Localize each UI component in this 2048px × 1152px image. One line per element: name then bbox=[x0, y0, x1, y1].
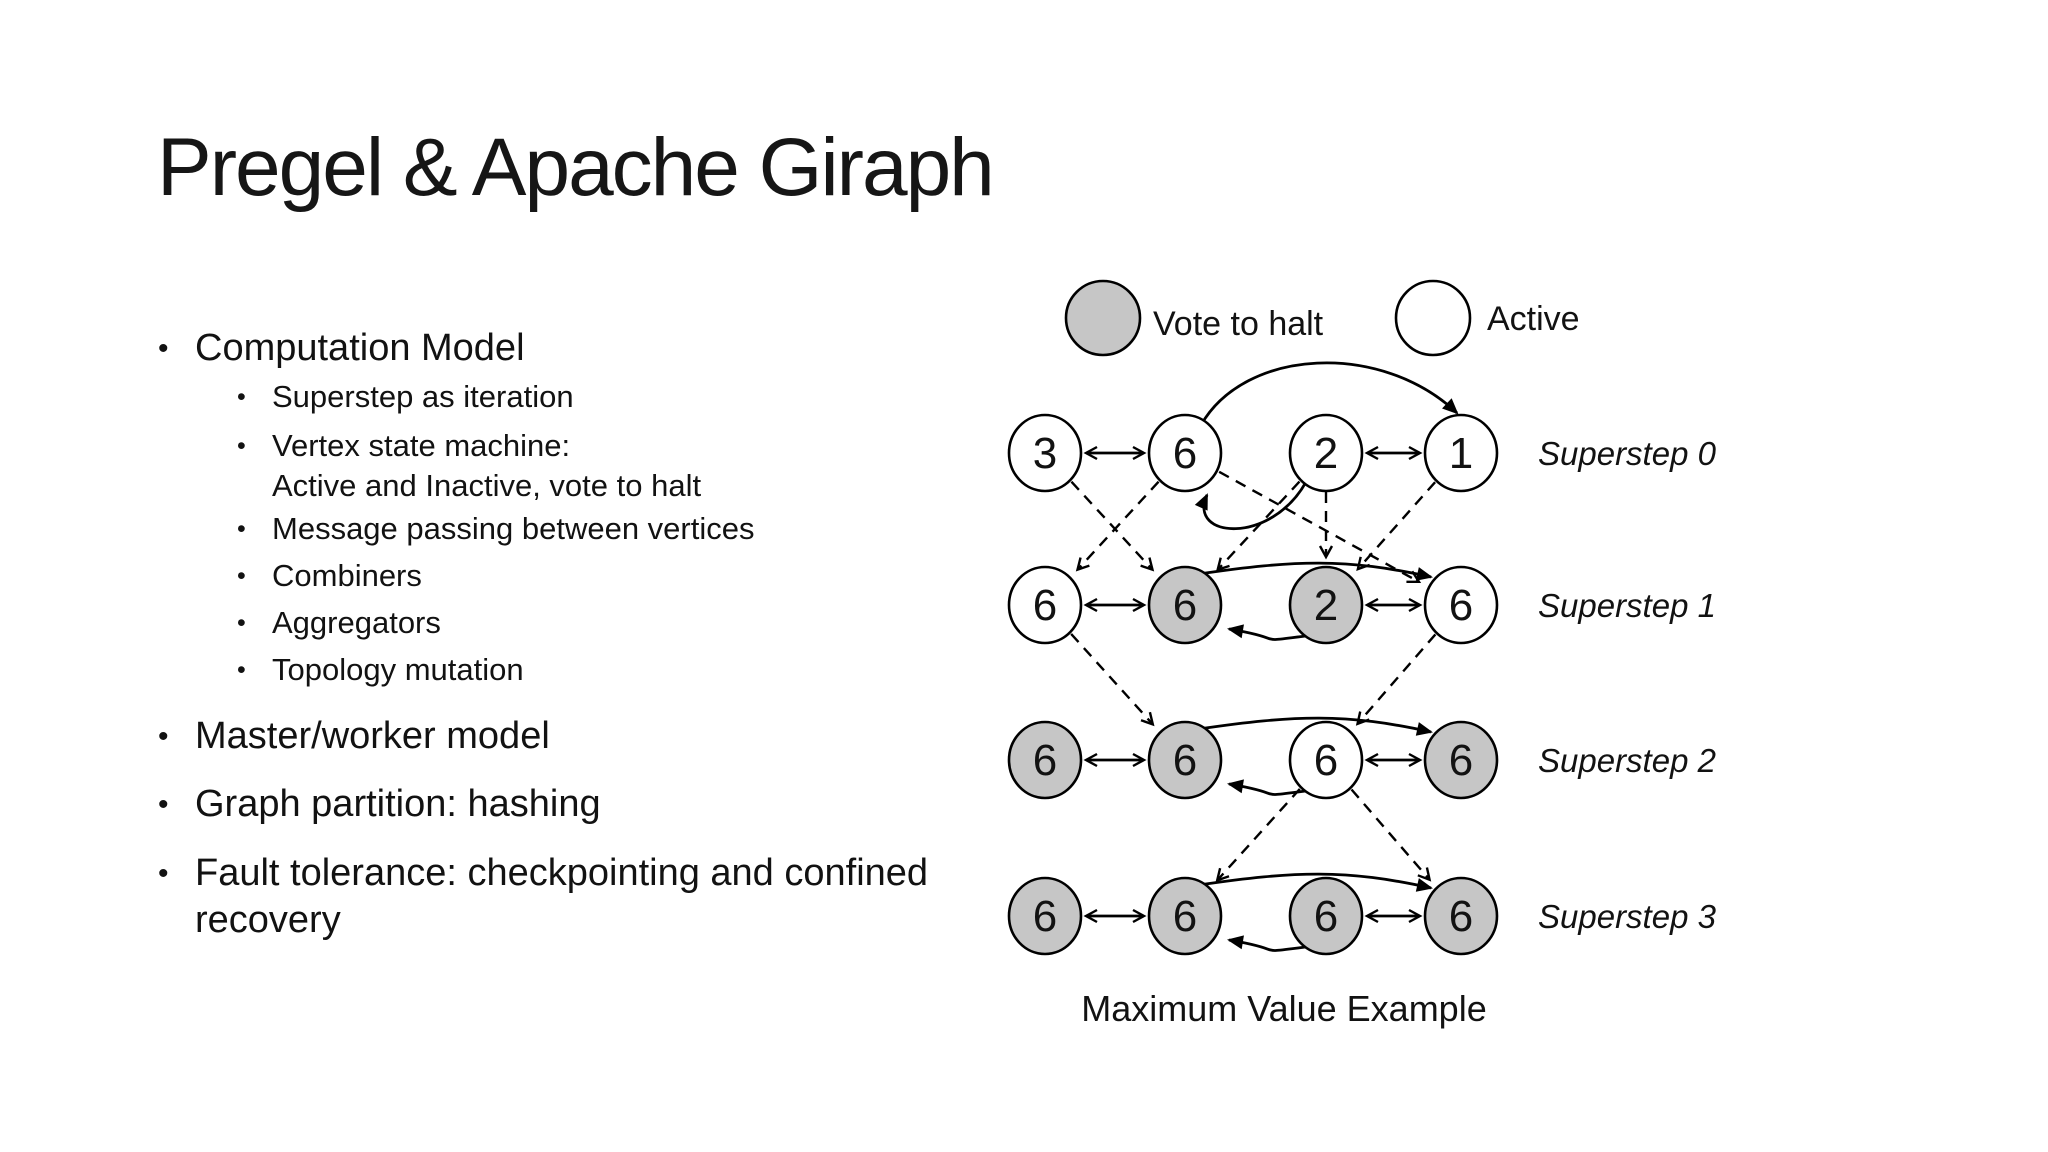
node-value: 6 bbox=[1173, 581, 1197, 630]
bullet-item: • Graph partition: hashing bbox=[148, 781, 978, 828]
legend-swatch-halt bbox=[1064, 279, 1142, 357]
node-value: 2 bbox=[1314, 429, 1338, 478]
superstep-label: Superstep 1 bbox=[1538, 587, 1716, 624]
graph-node-active bbox=[1288, 720, 1364, 800]
bullet-marker: • bbox=[158, 720, 169, 753]
bullet-marker: • bbox=[237, 432, 246, 460]
directed-edge-2-to-6 bbox=[1227, 935, 1315, 952]
node-value: 6 bbox=[1033, 736, 1057, 785]
node-value: 6 bbox=[1314, 736, 1338, 785]
message-arrow bbox=[1215, 788, 1301, 883]
message-arrow bbox=[1350, 788, 1432, 882]
directed-edge-2-to-6 bbox=[1227, 624, 1315, 641]
page-title: Pregel & Apache Giraph bbox=[157, 122, 995, 213]
bullet-marker: • bbox=[237, 562, 246, 590]
legend-swatch-active bbox=[1394, 279, 1472, 357]
bullet-text: Message passing between vertices bbox=[272, 511, 755, 546]
node-value: 6 bbox=[1173, 429, 1197, 478]
graph-node-active bbox=[1007, 565, 1083, 645]
directed-edge-6-to-1 bbox=[1198, 872, 1433, 892]
node-value: 6 bbox=[1449, 581, 1473, 630]
bullet-text: Vertex state machine: Active and Inactiv… bbox=[272, 428, 702, 503]
graph-node-halt bbox=[1147, 565, 1223, 645]
directed-edge-2-to-6 bbox=[1227, 779, 1315, 796]
message-arrow bbox=[1070, 633, 1155, 727]
graph-node-halt bbox=[1147, 720, 1223, 800]
directed-edge-6-to-1 bbox=[1199, 361, 1459, 426]
message-arrow bbox=[1075, 480, 1160, 572]
graph-node-active bbox=[1423, 413, 1499, 493]
bullet-item: • Message passing between vertices bbox=[148, 509, 978, 549]
legend-label: Active bbox=[1487, 300, 1580, 338]
superstep-label: Superstep 3 bbox=[1538, 898, 1717, 935]
bullet-item: • Fault tolerance: checkpointing and conf… bbox=[148, 850, 978, 944]
node-value: 2 bbox=[1314, 581, 1338, 630]
graph-node-halt bbox=[1288, 565, 1364, 645]
bullet-marker: • bbox=[237, 383, 246, 411]
bullet-marker: • bbox=[158, 857, 169, 890]
bullet-item: • Combiners bbox=[148, 556, 978, 596]
bullet-item: • Topology mutation bbox=[148, 650, 978, 690]
bullet-item: • Superstep as iteration bbox=[148, 377, 978, 417]
bullet-marker: • bbox=[158, 788, 169, 821]
graph-node-active bbox=[1288, 413, 1364, 493]
message-arrow bbox=[1215, 480, 1301, 572]
node-value: 6 bbox=[1033, 892, 1057, 941]
graph-node-active bbox=[1423, 565, 1499, 645]
bullet-marker: • bbox=[158, 332, 169, 365]
node-value: 1 bbox=[1449, 429, 1473, 478]
graph-node-halt bbox=[1147, 876, 1223, 956]
message-arrow bbox=[1356, 481, 1436, 571]
bullet-text: Fault tolerance: checkpointing and confi… bbox=[195, 852, 929, 941]
graph-node-halt bbox=[1007, 876, 1083, 956]
bullet-text: Superstep as iteration bbox=[272, 379, 574, 414]
bullet-item: • Vertex state machine: Active and Inacti… bbox=[148, 426, 978, 506]
graph-node-active bbox=[1147, 413, 1223, 493]
bullet-text: Graph partition: hashing bbox=[195, 783, 601, 825]
superstep-label: Superstep 0 bbox=[1538, 435, 1717, 472]
bullet-text: Aggregators bbox=[272, 605, 441, 640]
graph-node-halt bbox=[1007, 720, 1083, 800]
node-value: 3 bbox=[1033, 429, 1057, 478]
bullet-marker: • bbox=[237, 515, 246, 543]
bullet-item: • Aggregators bbox=[148, 603, 978, 643]
node-value: 6 bbox=[1173, 736, 1197, 785]
node-value: 6 bbox=[1173, 892, 1197, 941]
bullet-text: Topology mutation bbox=[272, 652, 524, 687]
graph-node-halt bbox=[1288, 876, 1364, 956]
directed-edge-6-to-1 bbox=[1198, 716, 1433, 736]
bullet-marker: • bbox=[237, 609, 246, 637]
node-value: 6 bbox=[1449, 736, 1473, 785]
diagram-caption: Maximum Value Example bbox=[1081, 988, 1487, 1029]
bullet-marker: • bbox=[237, 656, 246, 684]
message-arrow bbox=[1070, 480, 1155, 572]
bullet-text: Master/worker model bbox=[195, 715, 550, 757]
graph-node-active bbox=[1007, 413, 1083, 493]
bullet-list: • Computation Model • Superstep as iteratio… bbox=[148, 325, 978, 944]
directed-edge-2-to-6 bbox=[1194, 481, 1308, 531]
graph-node-halt bbox=[1423, 720, 1499, 800]
message-arrow bbox=[1218, 470, 1422, 584]
legend-label: Vote to halt bbox=[1153, 305, 1324, 343]
superstep-label: Superstep 2 bbox=[1538, 742, 1716, 779]
message-arrow bbox=[1355, 633, 1437, 726]
graph-node-halt bbox=[1423, 876, 1499, 956]
directed-edge-6-to-1 bbox=[1198, 561, 1433, 581]
node-value: 6 bbox=[1314, 892, 1338, 941]
bullet-item: • Master/worker model bbox=[148, 713, 978, 760]
bullet-text: Computation Model bbox=[195, 327, 525, 369]
node-value: 6 bbox=[1449, 892, 1473, 941]
node-value: 6 bbox=[1033, 581, 1057, 630]
bullet-item: • Computation Model bbox=[148, 325, 978, 372]
bullet-text: Combiners bbox=[272, 558, 422, 593]
